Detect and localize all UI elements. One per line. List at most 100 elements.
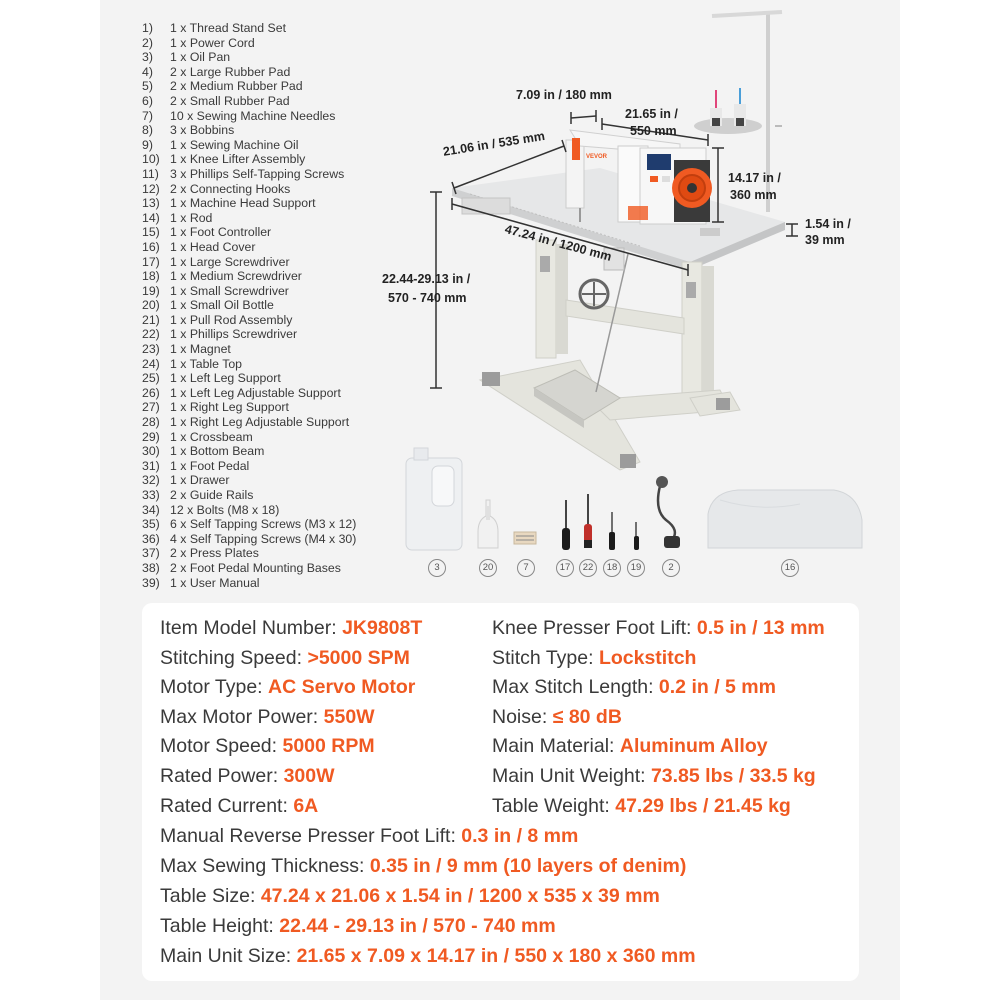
parts-list-item: 3)1 x Oil Pan — [142, 50, 402, 65]
parts-list-text: 1 x Crossbeam — [170, 429, 253, 444]
parts-list-number: 30) — [142, 444, 160, 459]
parts-list-number: 13) — [142, 196, 160, 211]
parts-list-text: 1 x Bottom Beam — [170, 444, 265, 459]
parts-list-number: 8) — [142, 123, 153, 138]
spec-table-size: Table Size: 47.24 x 21.06 x 1.54 in / 12… — [160, 885, 660, 907]
accessories-row — [405, 447, 863, 551]
parts-list-item: 14)1 x Rod — [142, 211, 402, 226]
svg-text:VEVOR: VEVOR — [586, 154, 608, 160]
parts-list-item: 38)2 x Foot Pedal Mounting Bases — [142, 561, 402, 576]
needles-icon — [513, 531, 537, 545]
parts-list-text: 12 x Bolts (M8 x 18) — [170, 502, 280, 517]
dimension-lines — [430, 110, 798, 389]
spec-item-model-number: Item Model Number: JK9808T — [160, 617, 423, 639]
accessory-label-oil-pan: 3 — [428, 559, 446, 577]
parts-list-item: 36) 4 x Self Tapping Screws (M4 x 30) — [142, 532, 402, 547]
parts-list-number: 15) — [142, 225, 160, 240]
oil-bottle-icon — [477, 499, 499, 549]
parts-list-item: 30) 1 x Bottom Beam — [142, 444, 402, 459]
parts-list-text: 1 x Knee Lifter Assembly — [170, 152, 306, 167]
parts-list-text: 1 x Right Leg Adjustable Support — [170, 415, 350, 430]
parts-list-number: 32) — [142, 473, 160, 488]
power-cord-icon — [656, 476, 680, 548]
accessory-label-oil-bottle: 20 — [479, 559, 497, 577]
parts-list-item: 19) 1 x Small Screwdriver — [142, 284, 402, 299]
parts-list-number: 19) — [142, 283, 160, 298]
parts-list-number: 17) — [142, 254, 160, 269]
accessory-label-head-cover: 16 — [781, 559, 799, 577]
head-depth-label: 7.09 in / 180 mm — [516, 88, 612, 102]
parts-list-item: 26) 1 x Left Leg Adjustable Support — [142, 386, 402, 401]
parts-list-text: 10 x Sewing Machine Needles — [170, 108, 336, 123]
parts-list-item: 33)2 x Guide Rails — [142, 488, 402, 503]
screwdriver-icons — [562, 494, 639, 550]
parts-list-number: 5) — [142, 79, 153, 94]
parts-list-text: 1 x Head Cover — [170, 239, 256, 254]
parts-list-number: 34) — [142, 502, 160, 517]
parts-list-text: 1 x Left Leg Adjustable Support — [170, 385, 341, 400]
spec-noise: Noise: ≤ 80 dB — [492, 706, 622, 728]
parts-list-item: 18)1 x Medium Screwdriver — [142, 269, 402, 284]
parts-list-number: 16) — [142, 239, 160, 254]
head-length-label-a: 21.65 in / — [625, 107, 678, 121]
parts-list-number: 39) — [142, 575, 160, 590]
parts-list-item: 21)1 x Pull Rod Assembly — [142, 313, 402, 328]
parts-list-text: 1 x User Manual — [170, 575, 260, 590]
spec-motor-speed: Motor Speed: 5000 RPM — [160, 735, 375, 757]
parts-list-number: 36) — [142, 531, 160, 546]
spec-main-unit-weight: Main Unit Weight: 73.85 lbs / 33.5 kg — [492, 765, 816, 787]
parts-list-number: 10) — [142, 152, 160, 167]
parts-list-number: 29) — [142, 429, 160, 444]
parts-list-item: 5)2 x Medium Rubber Pad — [142, 79, 402, 94]
parts-list-item: 39) 1 x User Manual — [142, 576, 402, 591]
parts-list-item: 20)1 x Small Oil Bottle — [142, 298, 402, 313]
parts-list-item: 8)3 x Bobbins — [142, 123, 402, 138]
parts-list-text: 1 x Large Screwdriver — [170, 254, 290, 269]
parts-list-text: 6 x Self Tapping Screws (M3 x 12) — [170, 517, 357, 532]
parts-list-number: 9) — [142, 137, 153, 152]
sewing-head-icon: VEVOR — [565, 129, 712, 225]
table-thickness-label-a: 1.54 in / — [805, 217, 851, 231]
accessory-label-small-screwdriver: 19 — [627, 559, 645, 577]
parts-list-item: 1)1 x Thread Stand Set — [142, 21, 402, 36]
parts-list-item: 25)1 x Left Leg Support — [142, 371, 402, 386]
spec-table-height: Table Height: 22.44 - 29.13 in / 570 - 7… — [160, 915, 556, 937]
table-height-label-a: 22.44-29.13 in / — [382, 272, 471, 286]
parts-list-text: 1 x Small Screwdriver — [170, 283, 289, 298]
parts-list-number: 31) — [142, 458, 160, 473]
parts-list-text: 2 x Connecting Hooks — [170, 181, 291, 196]
parts-list-item: 24)1 x Table Top — [142, 357, 402, 372]
parts-list-text: 1 x Sewing Machine Oil — [170, 137, 299, 152]
parts-list-item: 31)1 x Foot Pedal — [142, 459, 402, 474]
parts-list-item: 10) 1 x Knee Lifter Assembly — [142, 152, 402, 167]
specifications-card: Item Model Number: JK9808T Stitching Spe… — [142, 603, 859, 981]
parts-list-item: 22)1 x Phillips Screwdriver — [142, 327, 402, 342]
spec-motor-type: Motor Type: AC Servo Motor — [160, 676, 416, 698]
parts-list-number: 21) — [142, 312, 160, 327]
head-height-label-b: 360 mm — [730, 188, 777, 202]
spec-rated-current: Rated Current: 6A — [160, 795, 319, 817]
parts-list-text: 1 x Medium Screwdriver — [170, 269, 302, 284]
parts-list-item: 4)2 x Large Rubber Pad — [142, 65, 402, 80]
thread-stand-icon — [694, 10, 783, 212]
parts-list-item: 27)1 x Right Leg Support — [142, 400, 402, 415]
parts-list-item: 9) 1 x Sewing Machine Oil — [142, 138, 402, 153]
parts-list-text: 4 x Self Tapping Screws (M4 x 30) — [170, 531, 357, 546]
parts-list-item: 6)2 x Small Rubber Pad — [142, 94, 402, 109]
parts-list-text: 1 x Right Leg Support — [170, 400, 289, 415]
parts-list-number: 24) — [142, 356, 160, 371]
parts-list-number: 37) — [142, 546, 160, 561]
table-height-label-b: 570 - 740 mm — [388, 291, 467, 305]
parts-list-text: 2 x Foot Pedal Mounting Bases — [170, 560, 341, 575]
parts-list-number: 7) — [142, 108, 153, 123]
parts-list-number: 3) — [142, 50, 153, 65]
table-thickness-label-b: 39 mm — [805, 233, 845, 247]
spec-stitching-speed: Stitching Speed: >5000 SPM — [160, 647, 410, 669]
parts-list-item: 32)1 x Drawer — [142, 473, 402, 488]
parts-list-item: 35)6 x Self Tapping Screws (M3 x 12) — [142, 517, 402, 532]
parts-list-item: 16) 1 x Head Cover — [142, 240, 402, 255]
parts-list-number: 14) — [142, 210, 160, 225]
parts-list-item: 37)2 x Press Plates — [142, 546, 402, 561]
parts-list-number: 26) — [142, 385, 160, 400]
parts-list-text: 1 x Small Oil Bottle — [170, 298, 274, 313]
